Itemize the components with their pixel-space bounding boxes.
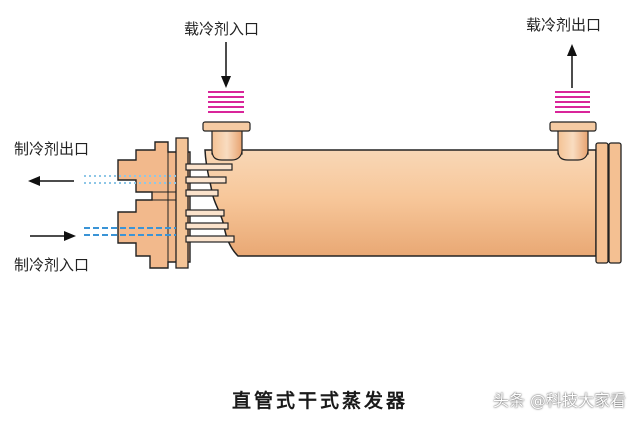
brine-outlet-flow-coil: [555, 91, 590, 113]
refrigerant-inlet-arrow: [30, 231, 76, 241]
brine-inlet-flow-coil: [208, 91, 244, 113]
refrigerant-inlet-flow-line: [84, 227, 176, 236]
diagram-caption: 直管式干式蒸发器: [231, 390, 408, 412]
watermark: 头条 @科技大家看: [492, 391, 626, 410]
refrigerant-outlet-label: 制冷剂出口: [14, 140, 90, 158]
brine-outlet-arrow: [567, 44, 577, 88]
right-end-flange: [595, 142, 622, 264]
brine-outlet-nozzle: [549, 121, 597, 161]
brine-outlet-label: 载冷剂出口: [526, 16, 602, 34]
refrigerant-inlet-label: 制冷剂入口: [14, 256, 90, 274]
brine-inlet-label: 载冷剂入口: [184, 20, 260, 38]
refrigerant-outlet-flow-line: [84, 175, 176, 184]
refrigerant-outlet-arrow: [28, 176, 74, 186]
left-header: [117, 137, 191, 269]
evaporator-shell: [204, 149, 597, 257]
brine-inlet-nozzle: [202, 121, 251, 161]
tube-bundle: [185, 163, 235, 243]
brine-inlet-arrow: [221, 42, 231, 88]
